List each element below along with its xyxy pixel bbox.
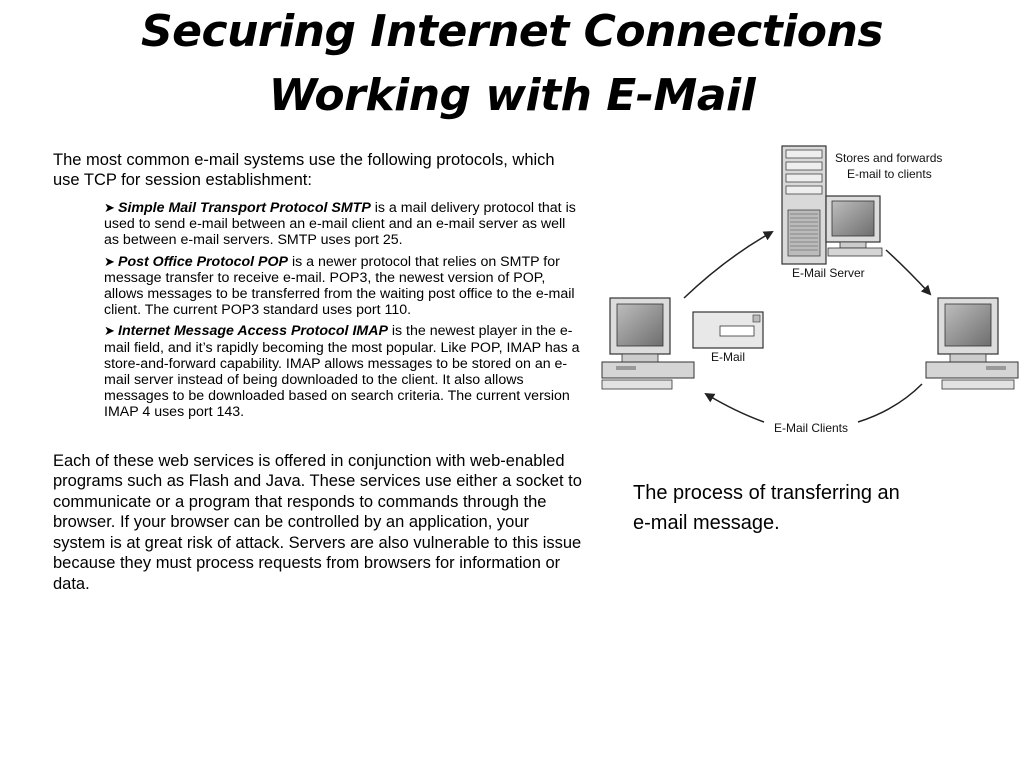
clients-label: E-Mail Clients [774,421,848,435]
protocol-description: is the newest player in the e-mail field… [104,323,580,421]
protocol-description: is a mail delivery protocol that is used… [104,200,576,249]
arrow-to-left-client [704,392,765,423]
protocol-term: Simple Mail Transport Protocol SMTP [118,200,371,216]
list-item-smtp: ➤Simple Mail Transport Protocol SMTP is … [104,200,583,249]
server-note-line-1: Stores and forwards [835,151,942,165]
desktop-computer-icon [925,297,1019,390]
caption-line-2: e-mail message. [633,512,780,534]
title-line-1: Securing Internet Connections [140,6,884,57]
arrowhead-bullet-icon: ➤ [104,253,115,269]
diagram-caption: The process of transferring an e-mail me… [633,478,963,538]
server-label: E-Mail Server [792,266,865,280]
protocol-description: is a newer protocol that relies on SMTP … [104,253,575,319]
list-item-imap: ➤Internet Message Access Protocol IMAP i… [104,323,583,420]
email-transfer-diagram: Stores and forwards E-mail to clients E-… [601,145,1019,435]
protocol-term: Post Office Protocol POP [118,253,289,270]
desktop-computer-icon [601,297,695,390]
protocol-list: ➤Simple Mail Transport Protocol SMTP is … [53,200,583,421]
envelope-icon [692,311,764,349]
list-item-pop: ➤Post Office Protocol POP is a newer pro… [104,254,583,319]
slide-title: Securing Internet Connections Working wi… [0,0,1024,128]
email-label: E-Mail [711,350,745,364]
caption-line-1: The process of transferring an [633,482,900,504]
arrow-client-to-server [683,231,774,299]
server-tower-icon [781,145,827,265]
body-text: The most common e-mail systems use the f… [53,150,583,594]
protocol-term: Internet Message Access Protocol IMAP [118,323,388,340]
arrow-client-to-client [857,383,923,423]
arrowhead-bullet-icon: ➤ [104,323,115,339]
title-line-2: Working with E-Mail [268,70,756,121]
arrow-server-to-client [885,249,932,296]
intro-paragraph: The most common e-mail systems use the f… [53,151,555,189]
arrowhead-bullet-icon: ➤ [104,200,115,215]
server-note-line-2: E-mail to clients [847,167,932,181]
closing-paragraph: Each of these web services is offered in… [53,451,582,593]
desktop-computer-icon [825,195,883,257]
